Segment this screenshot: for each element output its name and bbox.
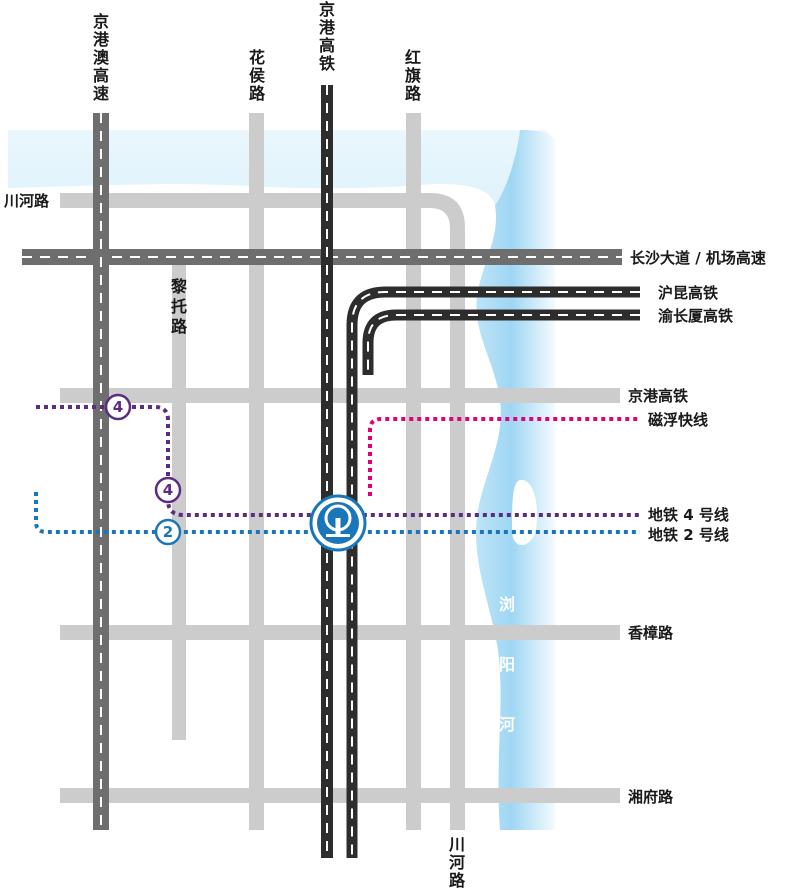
xiangzhang-road bbox=[60, 625, 620, 640]
xiangfu-road bbox=[60, 788, 620, 803]
svg-text:路: 路 bbox=[249, 84, 266, 103]
svg-text:港: 港 bbox=[93, 30, 110, 49]
svg-text:京: 京 bbox=[319, 0, 335, 19]
svg-text:河: 河 bbox=[499, 715, 515, 734]
svg-text:旗: 旗 bbox=[405, 66, 421, 85]
label-hukun-hsr: 沪昆高铁 bbox=[658, 284, 718, 302]
huahou-road bbox=[249, 113, 264, 830]
metro-line-4 bbox=[36, 405, 640, 517]
hongqi-road bbox=[406, 113, 421, 830]
railways bbox=[321, 85, 640, 858]
svg-text:路: 路 bbox=[449, 871, 466, 890]
svg-text:侯: 侯 bbox=[249, 66, 265, 85]
svg-text:京: 京 bbox=[93, 12, 109, 31]
metro4-badge-a-label: 4 bbox=[113, 398, 123, 416]
label-maglev: 磁浮快线 bbox=[648, 411, 708, 429]
svg-text:黎: 黎 bbox=[171, 277, 187, 296]
svg-text:铁: 铁 bbox=[319, 54, 335, 73]
label-lituo-road: 黎 托 路 bbox=[171, 277, 188, 336]
label-hongqi-road: 红 旗 路 bbox=[405, 48, 422, 103]
chuanhe-road-north bbox=[60, 193, 422, 208]
label-jingguang-hsr-east: 京港高铁 bbox=[628, 387, 688, 405]
label-xiangzhang-road: 香樟路 bbox=[628, 624, 674, 642]
label-metro2: 地铁 2 号线 bbox=[648, 526, 729, 544]
label-jingguang-hsr: 京 港 高 铁 bbox=[319, 0, 336, 73]
lituo-road bbox=[172, 262, 186, 740]
svg-text:港: 港 bbox=[319, 18, 336, 37]
maglev-line bbox=[368, 417, 640, 496]
svg-text:川: 川 bbox=[448, 835, 465, 854]
liuyang-river bbox=[8, 130, 555, 830]
label-chuanhe-road-bottom: 川 河 路 bbox=[448, 835, 466, 890]
label-changsha-avenue: 长沙大道 / 机场高速 bbox=[630, 249, 766, 267]
label-huahou-road: 花 侯 路 bbox=[249, 48, 266, 103]
svg-text:路: 路 bbox=[171, 317, 188, 336]
svg-text:澳: 澳 bbox=[93, 48, 110, 67]
svg-text:河: 河 bbox=[449, 853, 465, 872]
jingang-ao-expressway bbox=[93, 113, 109, 830]
metro4-badge-b-label: 4 bbox=[163, 481, 173, 499]
svg-text:红: 红 bbox=[405, 48, 421, 67]
label-xiangfu-road: 湘府路 bbox=[628, 788, 674, 806]
svg-text:速: 速 bbox=[93, 84, 109, 103]
svg-text:浏: 浏 bbox=[499, 595, 515, 614]
svg-text:花: 花 bbox=[249, 48, 265, 67]
label-metro4: 地铁 4 号线 bbox=[648, 506, 729, 524]
jingguang-road-east bbox=[60, 388, 620, 403]
label-chuanhe-road: 川河路 bbox=[3, 192, 50, 210]
label-liuyang-river: 浏 阳 河 bbox=[499, 595, 515, 734]
svg-text:路: 路 bbox=[405, 84, 422, 103]
label-jingang-ao-expressway: 京 港 澳 高 速 bbox=[93, 12, 110, 103]
metro2-badge: 2 bbox=[154, 518, 182, 546]
metro4-badge-b: 4 bbox=[154, 476, 182, 504]
svg-text:托: 托 bbox=[171, 297, 187, 316]
map-labels: 川河路 长沙大道 / 机场高速 沪昆高铁 渝长厦高铁 京港高铁 磁浮快线 地铁 … bbox=[3, 192, 766, 806]
metro2-badge-label: 2 bbox=[163, 523, 173, 541]
metro4-badge-a: 4 bbox=[104, 393, 132, 421]
river-island bbox=[512, 479, 538, 546]
railway-station-icon[interactable] bbox=[309, 494, 367, 552]
svg-text:阳: 阳 bbox=[499, 655, 515, 674]
svg-text:高: 高 bbox=[93, 66, 109, 85]
transit-lines bbox=[34, 405, 640, 534]
svg-text:高: 高 bbox=[319, 36, 335, 55]
label-yuchangxia-hsr: 渝长厦高铁 bbox=[658, 307, 733, 325]
